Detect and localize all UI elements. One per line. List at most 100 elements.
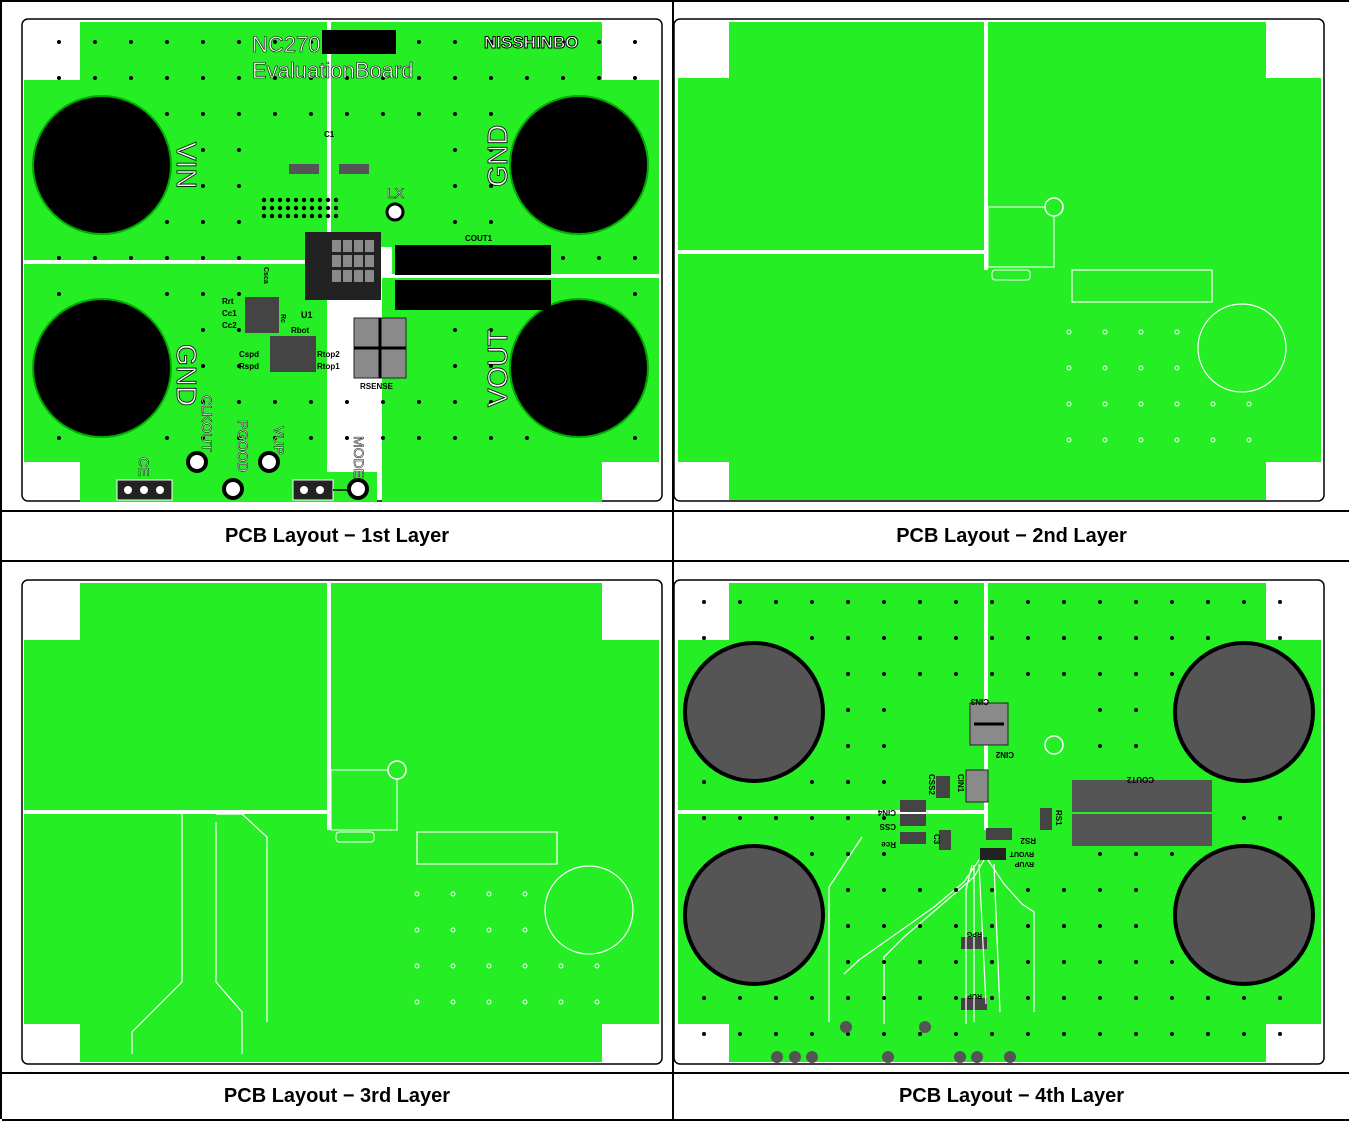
via — [846, 996, 850, 1000]
via — [417, 112, 421, 116]
via — [522, 999, 528, 1005]
via — [450, 999, 456, 1005]
via — [237, 328, 241, 332]
via — [1206, 600, 1210, 604]
via — [309, 76, 313, 80]
via — [417, 436, 421, 440]
via — [417, 76, 421, 80]
via — [165, 112, 169, 116]
nisshinbo-logo: NISSHINBO — [484, 33, 578, 52]
pgood-test-point — [222, 478, 244, 500]
via — [489, 112, 493, 116]
rvout-label: RVOUT — [1009, 850, 1034, 857]
via — [201, 292, 205, 296]
via — [57, 40, 61, 44]
via — [333, 197, 339, 203]
via — [93, 76, 97, 80]
gnd-terminal-pad-top — [509, 95, 649, 235]
via — [381, 112, 385, 116]
caption-layer4: PCB Layout − 4th Layer — [674, 1074, 1349, 1121]
via — [237, 436, 241, 440]
via — [1278, 636, 1282, 640]
via — [165, 40, 169, 44]
via — [201, 184, 205, 188]
via — [201, 328, 205, 332]
vup-test-point — [258, 451, 280, 473]
via — [269, 213, 275, 219]
via — [702, 600, 706, 604]
via — [1242, 600, 1246, 604]
rspd-label: Rspd — [239, 362, 259, 371]
board-outline — [21, 579, 663, 1065]
via — [633, 436, 637, 440]
via — [1098, 924, 1102, 928]
via — [1206, 636, 1210, 640]
rtop1-label: Rtop1 — [317, 362, 340, 371]
via — [882, 816, 886, 820]
via — [882, 996, 886, 1000]
via — [846, 1032, 850, 1036]
gnd-terminal-pad-bottom — [32, 298, 172, 438]
via — [954, 672, 958, 676]
plane-top-left — [24, 583, 327, 810]
via — [954, 924, 958, 928]
via — [486, 891, 492, 897]
clkout-label: CLKOUT — [199, 395, 215, 452]
c3-label: C3 — [932, 834, 941, 845]
cin4-label: CIN4 — [877, 808, 896, 817]
via — [273, 112, 277, 116]
via — [201, 148, 205, 152]
via — [846, 816, 850, 820]
via — [269, 197, 275, 203]
via — [1138, 401, 1144, 407]
via — [738, 996, 742, 1000]
via — [954, 1032, 958, 1036]
via — [882, 600, 886, 604]
via — [702, 1032, 706, 1036]
via — [1066, 365, 1072, 371]
via — [1098, 708, 1102, 712]
via — [882, 636, 886, 640]
caption-layer1: PCB Layout − 1st Layer — [2, 512, 674, 562]
via — [597, 76, 601, 80]
cout2-label: COUT2 — [1126, 775, 1154, 784]
via — [810, 816, 814, 820]
plane-bottom — [678, 254, 1321, 500]
via — [201, 364, 205, 368]
via — [269, 205, 275, 211]
via — [261, 213, 267, 219]
via — [333, 213, 339, 219]
plane-top-right — [988, 22, 1321, 270]
via — [333, 205, 339, 211]
u1-label: U1 — [301, 310, 313, 320]
cin2-label: CIN2 — [995, 750, 1014, 759]
via — [738, 816, 742, 820]
via — [489, 400, 493, 404]
via — [990, 672, 994, 676]
via — [325, 197, 331, 203]
via — [237, 112, 241, 116]
via — [237, 292, 241, 296]
via — [633, 256, 637, 260]
via — [237, 364, 241, 368]
via — [453, 328, 457, 332]
via — [57, 76, 61, 80]
via — [1098, 1032, 1102, 1036]
via — [633, 40, 637, 44]
layer1-panel: NC270 EvaluationBoard NISSHINBO VIN GND … — [2, 2, 674, 512]
via — [774, 600, 778, 604]
via — [1026, 924, 1030, 928]
via — [1134, 636, 1138, 640]
via — [345, 400, 349, 404]
via — [414, 999, 420, 1005]
via — [1098, 888, 1102, 892]
vin-terminal-pad — [32, 95, 172, 235]
via — [273, 40, 277, 44]
via — [201, 112, 205, 116]
gnd-bottom-label: GND — [171, 344, 202, 406]
via — [1134, 960, 1138, 964]
via — [774, 1032, 778, 1036]
via — [381, 400, 385, 404]
via — [1066, 401, 1072, 407]
via — [201, 400, 205, 404]
